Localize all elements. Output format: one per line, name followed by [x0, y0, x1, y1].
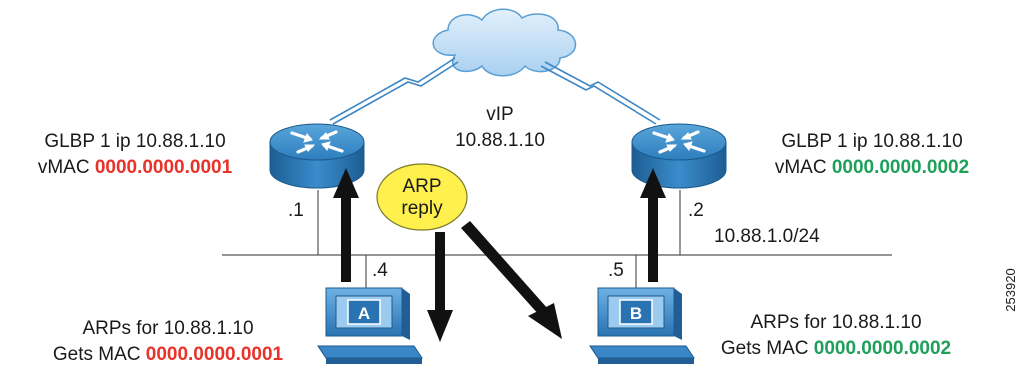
router-right-vmac-value: 0000.0000.0002 [832, 157, 969, 178]
host-a-gets-mac: Gets MAC 0000.0000.0001 [53, 344, 284, 365]
subnet-label: 10.88.1.0/24 [714, 226, 820, 247]
host-a-letter: A [358, 304, 370, 323]
arp-reply-line2: reply [401, 198, 443, 219]
host-b-arps-text: ARPs for 10.88.1.10 [750, 312, 921, 333]
host-a-arps-text: ARPs for 10.88.1.10 [82, 318, 253, 339]
router-left-vmac: vMAC 0000.0000.0001 [38, 157, 233, 178]
wan-link-right [540, 61, 661, 125]
host-a-gets-prefix: Gets MAC [53, 344, 146, 365]
router-right-icon [631, 123, 727, 189]
arp-reply-line1: ARP [402, 176, 441, 197]
router-left-glbp-text: GLBP 1 ip 10.88.1.10 [44, 131, 225, 152]
host-a-port: .4 [372, 260, 388, 281]
host-b-gets-mac: Gets MAC 0000.0000.0002 [721, 338, 951, 359]
host-a-gets-value: 0000.0000.0001 [146, 344, 284, 365]
arrow-arp-reply-to-host-a [427, 232, 453, 342]
router-left-icon [269, 123, 365, 189]
router-right-vmac: vMAC 0000.0000.0002 [775, 157, 969, 178]
cloud-icon [432, 8, 577, 77]
router-left-vmac-prefix: vMAC [38, 157, 95, 178]
router-right-port: .2 [688, 200, 704, 221]
host-b-port: .5 [608, 260, 624, 281]
router-left-vmac-value: 0000.0000.0001 [95, 157, 233, 178]
arp-reply-bubble: ARP reply [376, 163, 468, 231]
arrow-host-a-to-router-left [333, 168, 359, 282]
router-right-vmac-prefix: vMAC [775, 157, 832, 178]
figure-id: 253920 [1003, 268, 1018, 311]
vip-address: 10.88.1.10 [455, 130, 545, 151]
router-right-glbp-text: GLBP 1 ip 10.88.1.10 [781, 131, 962, 152]
arrow-host-b-to-router-right [640, 168, 666, 282]
host-b-letter: B [630, 304, 642, 323]
host-b-gets-value: 0000.0000.0002 [814, 338, 951, 359]
vip-label: vIP [486, 104, 513, 125]
arrow-arp-reply-to-host-b [461, 221, 562, 339]
host-a-icon: A [317, 287, 423, 364]
wan-link-left [329, 57, 459, 125]
host-b-icon: B [589, 287, 695, 364]
router-left-port: .1 [288, 200, 304, 221]
host-b-gets-prefix: Gets MAC [721, 338, 814, 359]
